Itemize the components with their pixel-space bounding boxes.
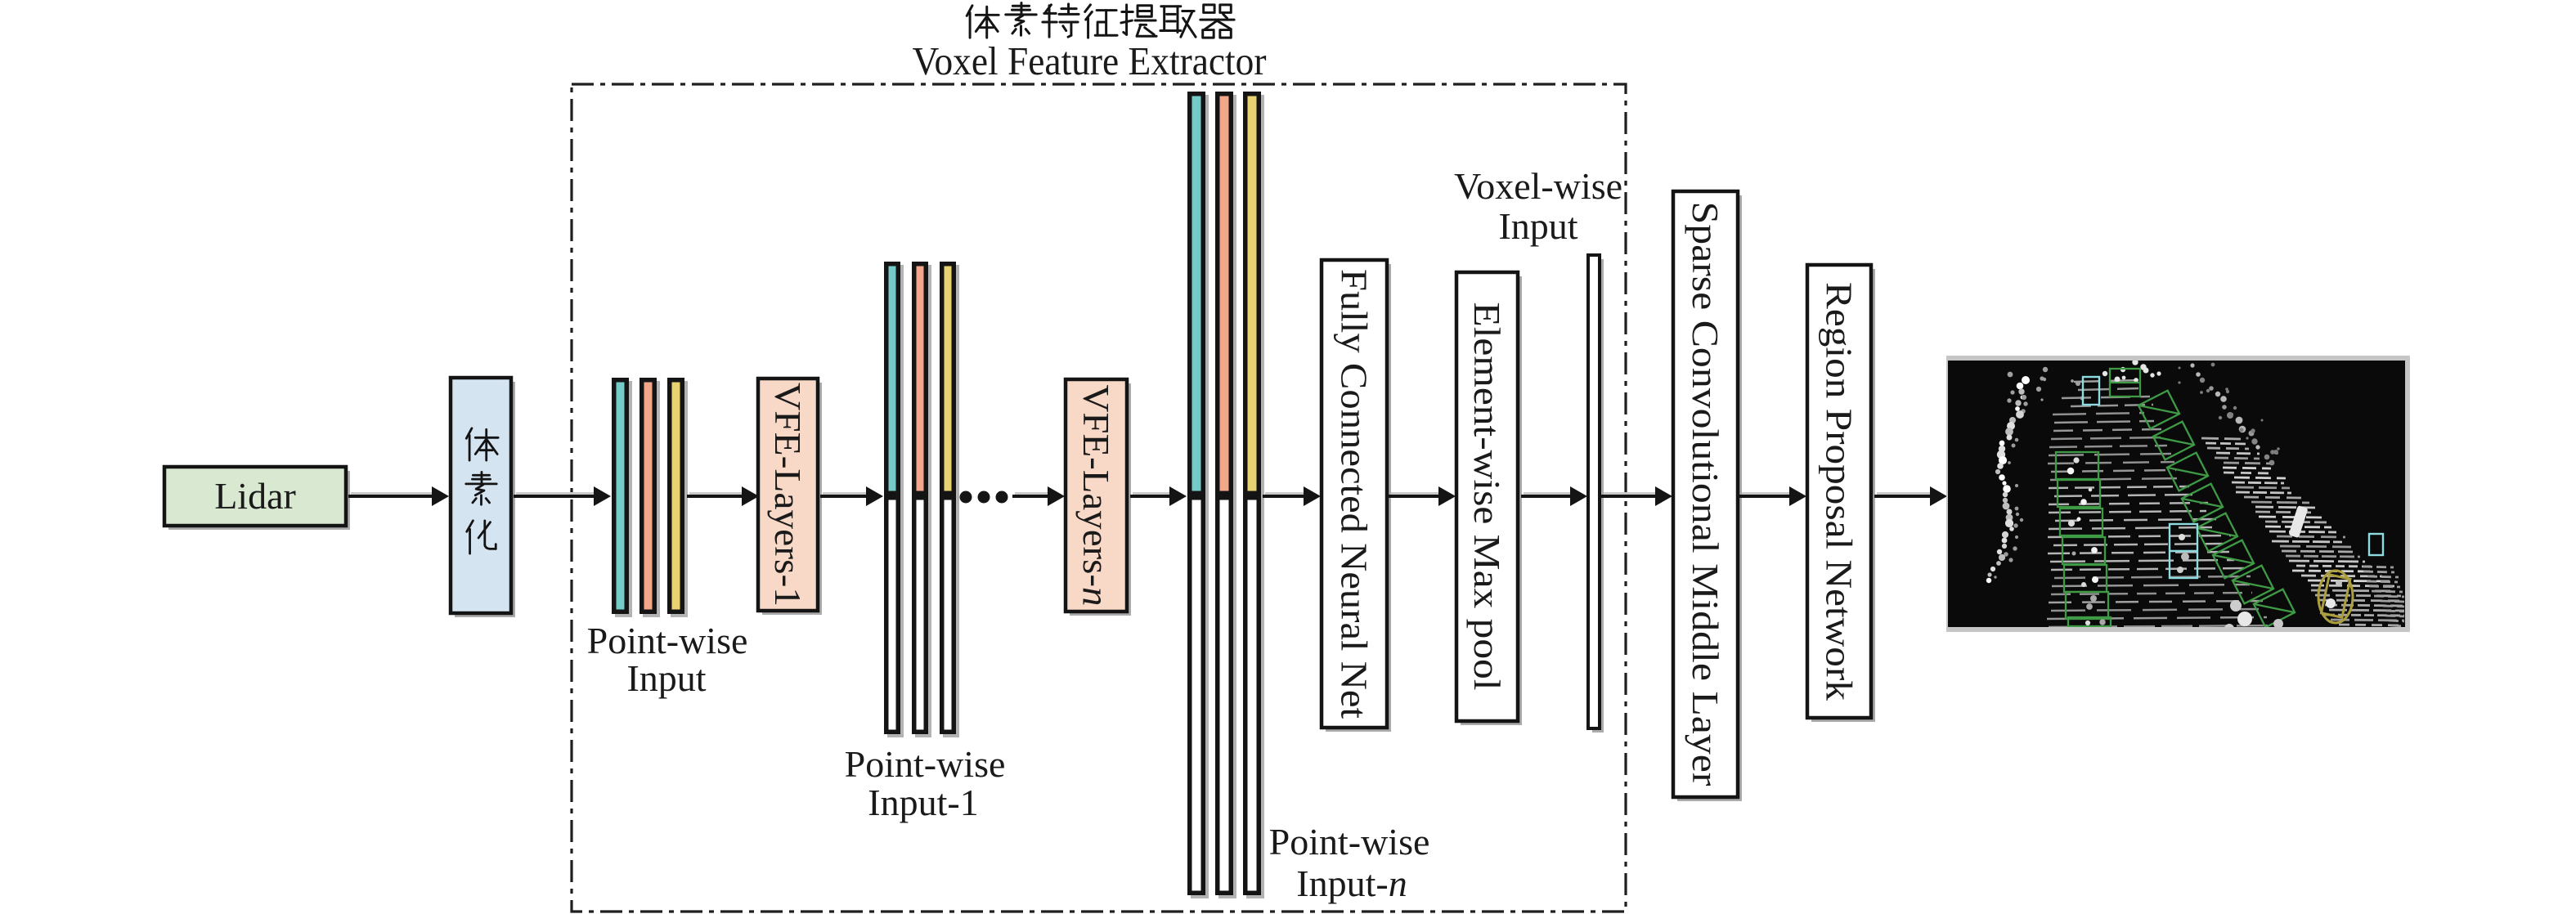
svg-text:Fully Connected Neural Net: Fully Connected Neural Net bbox=[1334, 269, 1376, 719]
svg-text:Point-wise: Point-wise bbox=[1269, 821, 1430, 862]
svg-text:Voxel-wise: Voxel-wise bbox=[1454, 165, 1622, 207]
svg-text:Input-1: Input-1 bbox=[868, 782, 978, 823]
svg-text:VFE-Layers-1: VFE-Layers-1 bbox=[767, 383, 809, 607]
svg-text:Element-wise Max pool: Element-wise Max pool bbox=[1466, 302, 1508, 691]
svg-text:Point-wise: Point-wise bbox=[845, 743, 1006, 785]
svg-text:Lidar: Lidar bbox=[214, 475, 296, 517]
svg-text:Input-n: Input-n bbox=[1296, 862, 1407, 904]
svg-text:Sparse Convolutional Middle La: Sparse Convolutional Middle Layer bbox=[1685, 202, 1726, 786]
svg-text:Region Proposal Network: Region Proposal Network bbox=[1819, 282, 1860, 701]
svg-text:Point-wise: Point-wise bbox=[587, 620, 748, 661]
svg-text:Voxel Feature Extractor: Voxel Feature Extractor bbox=[913, 38, 1267, 83]
svg-text:Input: Input bbox=[1498, 205, 1577, 247]
svg-text:VFE-Layers-n: VFE-Layers-n bbox=[1075, 385, 1117, 607]
svg-text:Input: Input bbox=[626, 657, 706, 699]
